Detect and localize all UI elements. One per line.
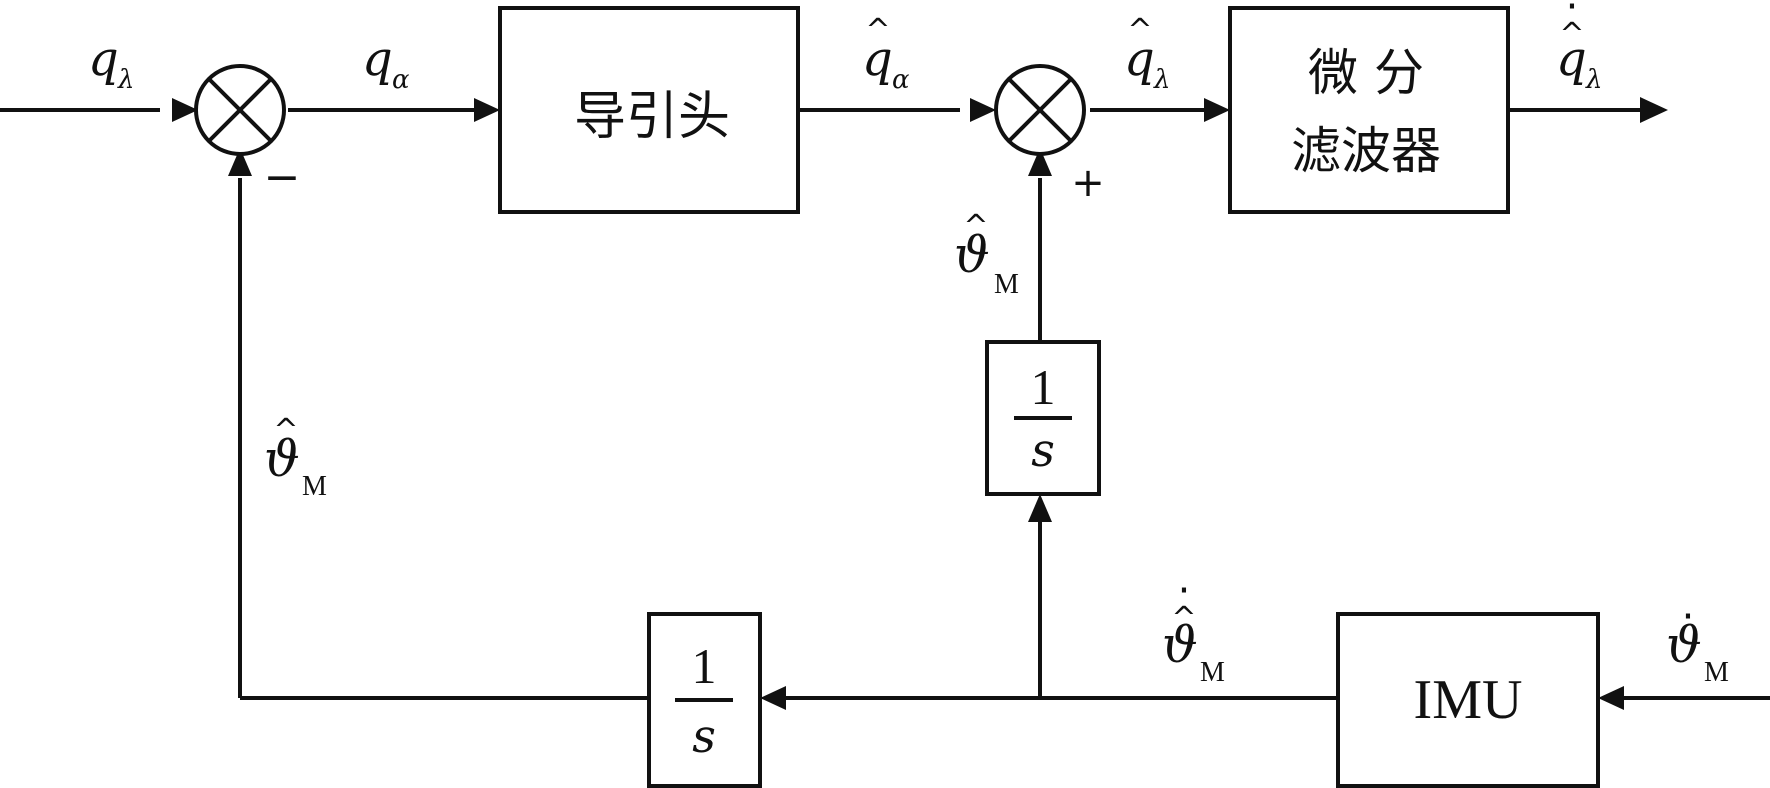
integrator-block-1: 1 s	[985, 340, 1101, 496]
arrow-output	[1640, 97, 1668, 123]
imu-block: IMU	[1336, 612, 1600, 788]
label-theta-hat-M-middle: ^ ϑ M	[954, 209, 1019, 300]
svg-text:ϑ: ϑ	[1666, 616, 1702, 674]
arrow-into-integrator2	[760, 686, 786, 710]
svg-text:·: ·	[1682, 594, 1695, 640]
label-theta-hat-M-left: ^ ϑ M	[264, 413, 327, 502]
svg-text:^: ^	[1171, 601, 1196, 636]
imu-label: IMU	[1414, 669, 1523, 731]
label-q-alpha: q α	[362, 31, 410, 95]
svg-text:α: α	[892, 65, 910, 95]
svg-text:^: ^	[865, 13, 890, 48]
svg-text:q: q	[88, 31, 119, 87]
integrator1-numerator: 1	[1031, 359, 1056, 415]
svg-text:λ: λ	[1585, 65, 1602, 95]
signal-lines	[0, 108, 1770, 700]
plus-sign: +	[1071, 160, 1105, 206]
svg-text:M: M	[1704, 657, 1729, 688]
svg-text:M: M	[302, 471, 327, 502]
label-q-hat-dot-lambda: · ^ q λ	[1556, 0, 1602, 95]
svg-text:ϑ: ϑ	[954, 226, 990, 284]
filter-label-line1: 微 分	[1308, 44, 1424, 102]
svg-text:ϑ: ϑ	[264, 430, 300, 488]
arrow-into-sum1	[172, 98, 198, 122]
svg-text:·: ·	[1178, 568, 1191, 614]
svg-text:M: M	[994, 269, 1019, 300]
label-q-lambda: q λ	[88, 31, 134, 95]
label-q-hat-lambda: ^ q λ	[1124, 13, 1170, 95]
minus-sign: −	[264, 152, 301, 203]
svg-text:·: ·	[1566, 0, 1579, 30]
svg-text:α: α	[392, 65, 410, 95]
integrator2-numerator: 1	[692, 638, 717, 694]
arrow-into-filter	[1204, 98, 1230, 122]
summing-junction-2	[994, 64, 1086, 156]
svg-text:q: q	[862, 31, 893, 87]
seeker-block: 导引头	[498, 6, 800, 214]
arrow-into-imu	[1598, 686, 1624, 710]
integrator2-denominator: s	[692, 709, 716, 763]
differential-filter-block: 微 分 滤波器	[1228, 6, 1510, 214]
svg-text:λ: λ	[1153, 65, 1170, 95]
label-theta-dot-M: · ϑ M	[1666, 594, 1729, 688]
svg-text:^: ^	[963, 209, 988, 244]
svg-text:q: q	[1124, 31, 1155, 87]
arrow-into-seeker	[474, 98, 500, 122]
label-theta-hat-dot-M: · ^ ϑ M	[1162, 568, 1225, 688]
svg-text:^: ^	[1127, 13, 1152, 48]
seeker-label: 导引头	[574, 87, 730, 147]
arrow-into-integrator1	[1028, 494, 1052, 522]
svg-text:q: q	[362, 31, 393, 87]
summing-junction-1	[194, 64, 286, 156]
arrow-into-sum2	[970, 98, 996, 122]
integrator-block-2: 1 s	[647, 612, 762, 788]
svg-text:^: ^	[1559, 17, 1584, 52]
arrow-into-sum1-bottom	[228, 148, 252, 176]
filter-label-line2: 滤波器	[1291, 122, 1441, 180]
svg-text:q: q	[1556, 31, 1587, 87]
svg-text:M: M	[1200, 657, 1225, 688]
svg-text:^: ^	[273, 413, 298, 448]
svg-text:ϑ: ϑ	[1162, 616, 1198, 674]
svg-text:λ: λ	[117, 65, 134, 95]
arrowheads	[172, 97, 1668, 710]
arrow-into-sum2-bottom	[1028, 148, 1052, 176]
integrator1-denominator: s	[1031, 423, 1055, 477]
label-q-hat-alpha: ^ q α	[862, 13, 910, 95]
